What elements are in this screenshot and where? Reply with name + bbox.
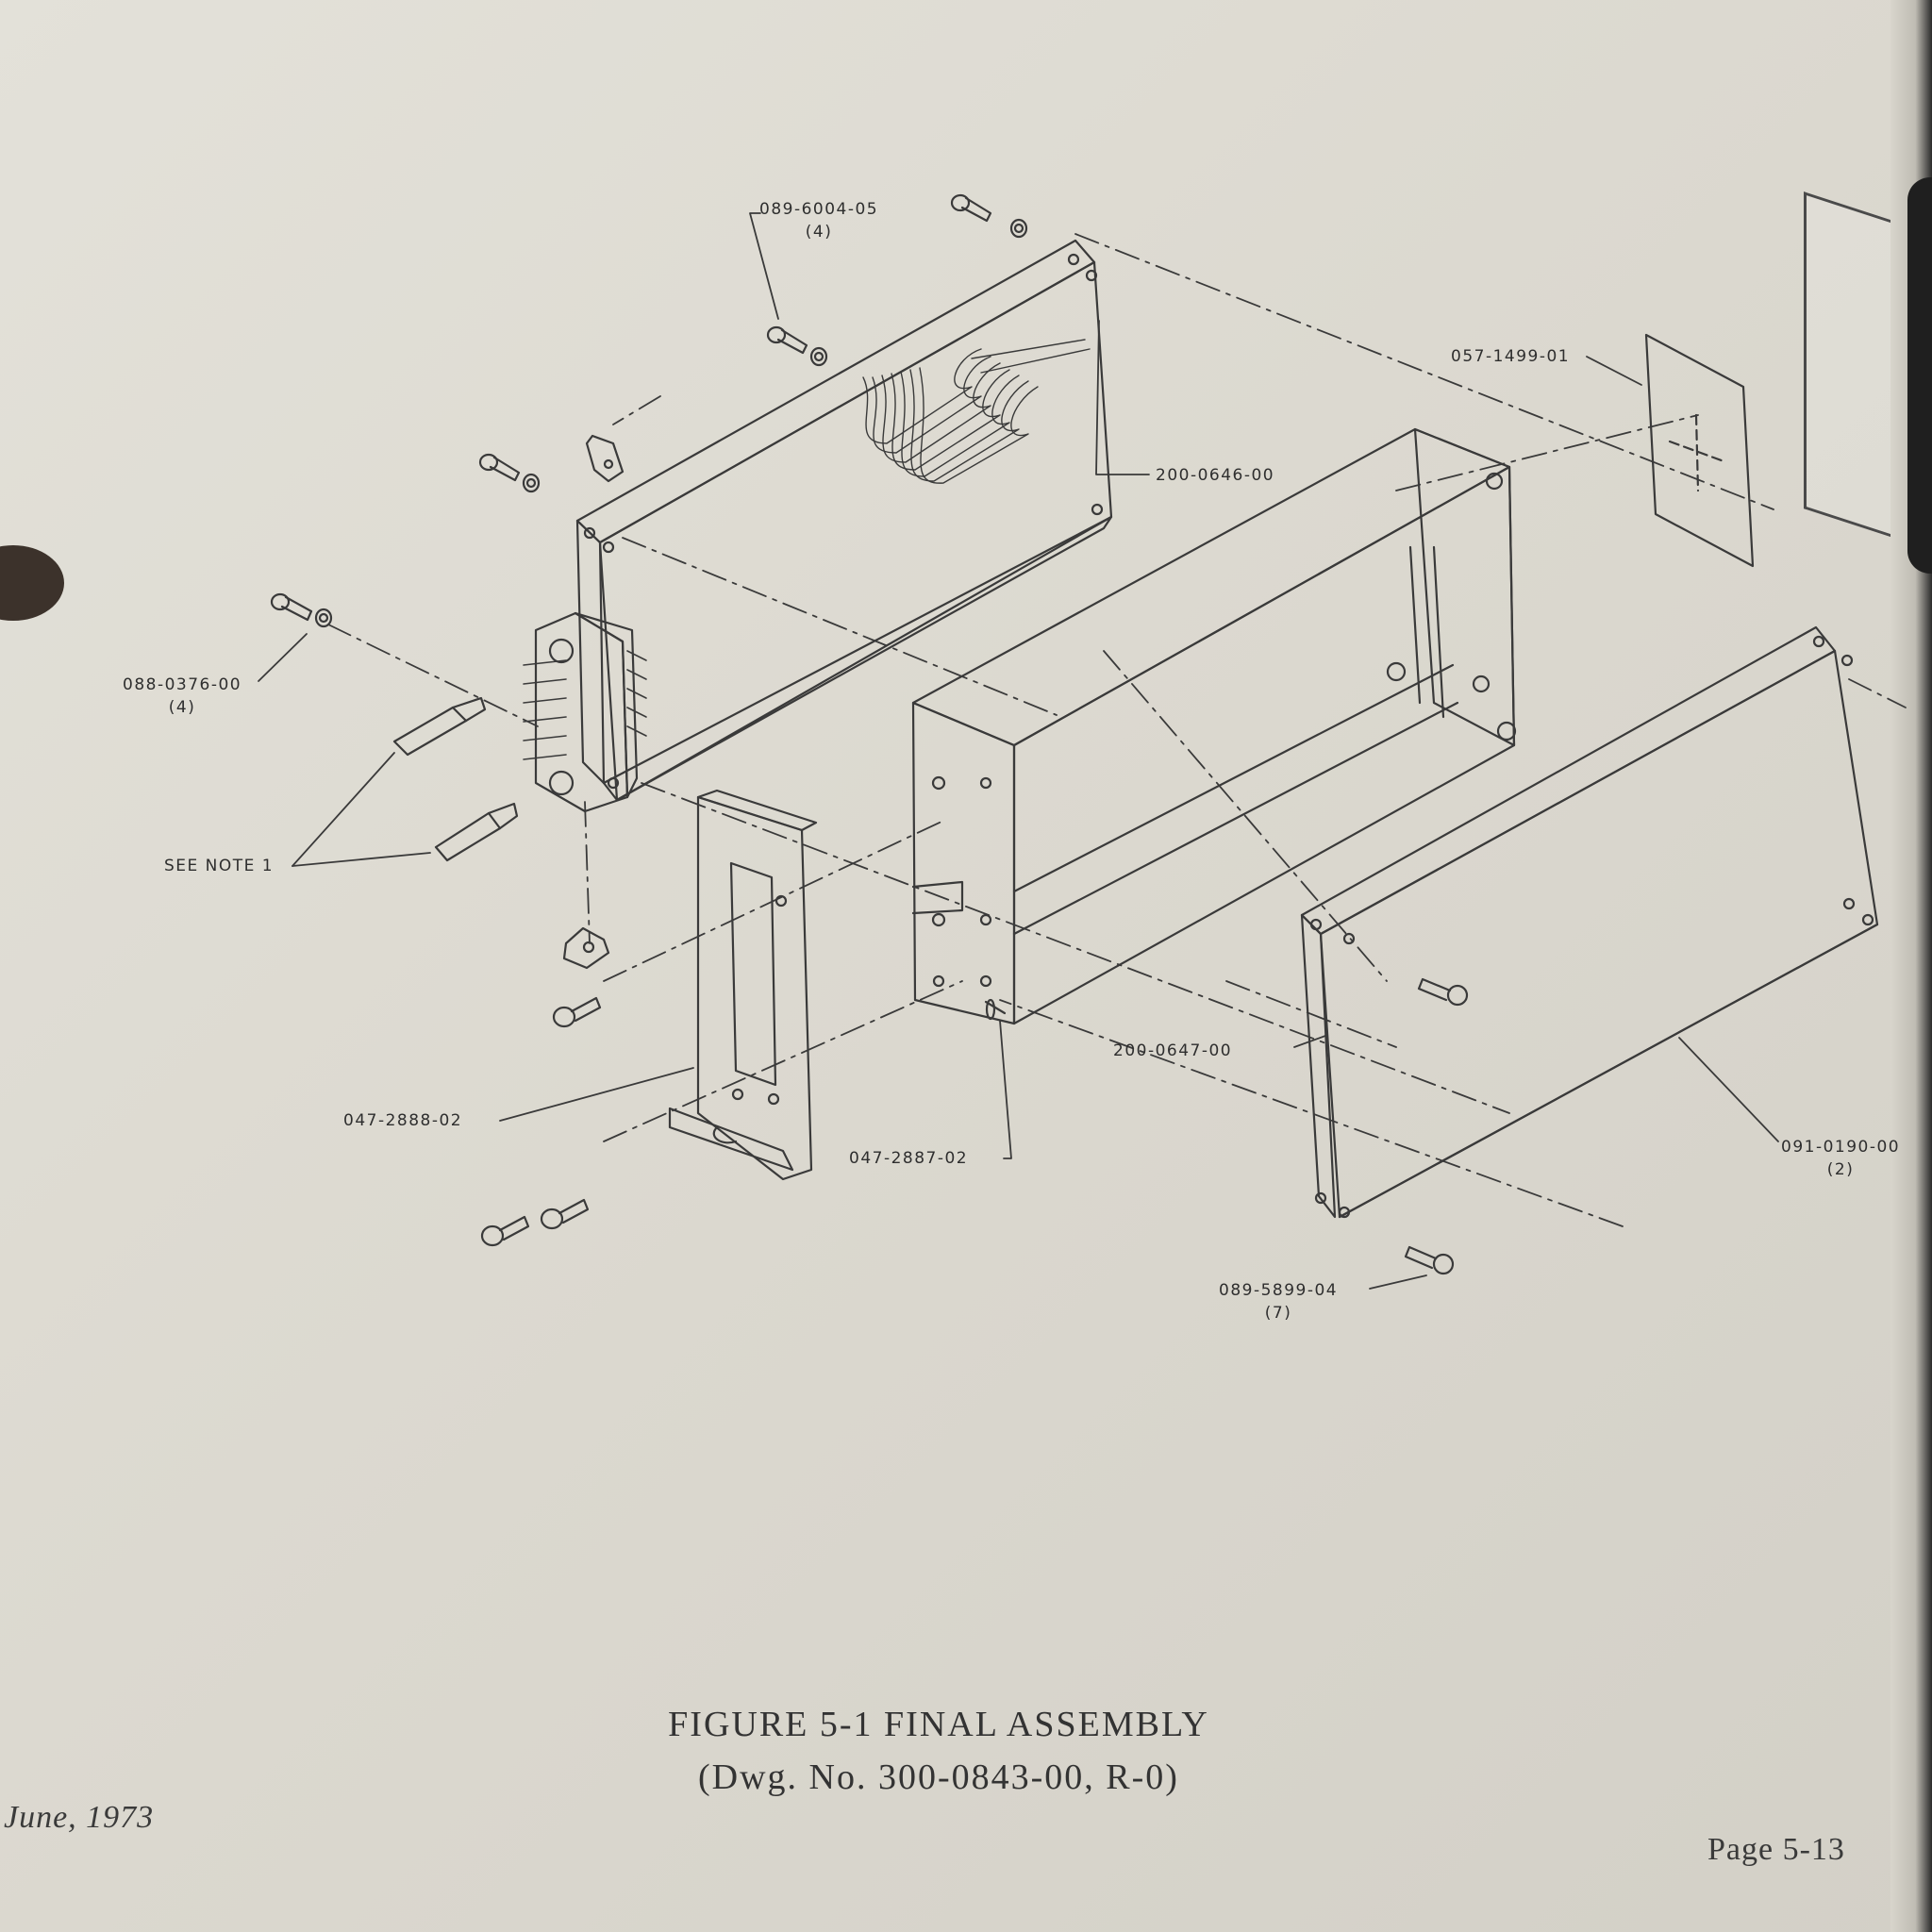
footer-page-number: Page 5-13	[1707, 1832, 1845, 1867]
part-number: 089-5899-04	[1219, 1281, 1339, 1300]
callout-057-1499-01: 057-1499-01	[1451, 345, 1570, 368]
screw	[1404, 1245, 1455, 1275]
screw	[984, 998, 1007, 1021]
screws-and-washers	[270, 193, 1469, 1275]
screw	[950, 193, 992, 223]
part-number: 091-0190-00	[1781, 1138, 1901, 1157]
part-number: 047-2888-02	[343, 1111, 463, 1130]
screw	[478, 453, 521, 482]
quantity: (7)	[1264, 1304, 1292, 1323]
callout-200-0646-00: 200-0646-00	[1156, 464, 1274, 487]
part-number: 200-0647-00	[1113, 1041, 1233, 1060]
side-cover-plates	[1300, 625, 1879, 1219]
callout-see-note: SEE NOTE 1	[164, 855, 274, 877]
note-reference: SEE NOTE 1	[164, 857, 275, 875]
part-number: 200-0646-00	[1156, 466, 1275, 485]
callout-047-2887-02: 047-2887-02	[849, 1147, 968, 1170]
callout-091-0190-00: 091-0190-00 (2)	[1781, 1136, 1900, 1181]
callout-088-0376-00: 088-0376-00 (4)	[123, 674, 242, 719]
figure-subtitle: (Dwg. No. 300-0843-00, R-0)	[698, 1757, 1179, 1797]
screw	[270, 592, 313, 622]
clip	[585, 434, 625, 483]
screw	[766, 325, 808, 355]
main-chassis	[911, 427, 1517, 1025]
standoff	[392, 696, 487, 757]
part-number: 088-0376-00	[123, 675, 242, 694]
screw	[1417, 977, 1469, 1007]
callout-089-5899-04: 089-5899-04 (7)	[1219, 1279, 1338, 1324]
standoff	[434, 802, 519, 862]
front-bracket	[668, 789, 818, 1181]
washer	[522, 473, 541, 493]
washer	[809, 346, 828, 367]
figure-title: FIGURE 5-1 FINAL ASSEMBLY	[668, 1705, 1209, 1744]
screw	[552, 996, 602, 1028]
part-number: 089-6004-05	[759, 200, 879, 219]
part-number: 047-2887-02	[849, 1149, 969, 1168]
clip	[562, 926, 610, 970]
callout-200-0647-00: 200-0647-00	[1113, 1040, 1232, 1062]
ribbon-cable	[862, 339, 1091, 484]
callout-047-2888-02: 047-2888-02	[343, 1109, 462, 1132]
screw	[540, 1198, 590, 1230]
binder-tab	[1907, 177, 1932, 574]
footer-date: June, 1973	[4, 1800, 155, 1835]
quantity: (4)	[805, 223, 833, 242]
label-plate	[1644, 333, 1755, 568]
part-number: 057-1499-01	[1451, 347, 1571, 366]
alignment-lines	[327, 233, 1907, 1227]
washer	[1009, 218, 1028, 239]
callout-089-6004-05: 089-6004-05 (4)	[759, 198, 878, 243]
leader-lines	[258, 212, 1779, 1290]
rear-cover-plate	[575, 239, 1113, 802]
washer	[314, 608, 333, 628]
quantity: (2)	[1826, 1160, 1855, 1179]
connector	[523, 611, 647, 813]
screw	[480, 1215, 530, 1247]
quantity: (4)	[168, 698, 196, 717]
